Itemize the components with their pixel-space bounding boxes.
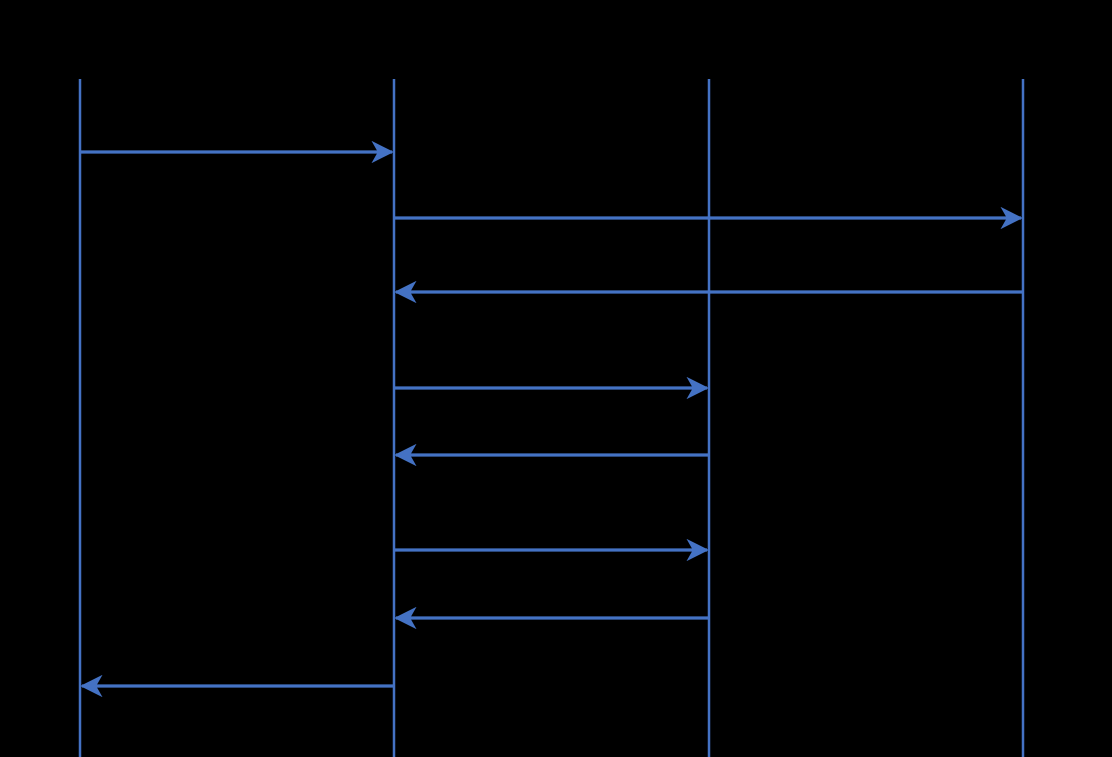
sequence-diagram: [78, 79, 1025, 757]
sequence-diagram-canvas: [78, 79, 1025, 757]
